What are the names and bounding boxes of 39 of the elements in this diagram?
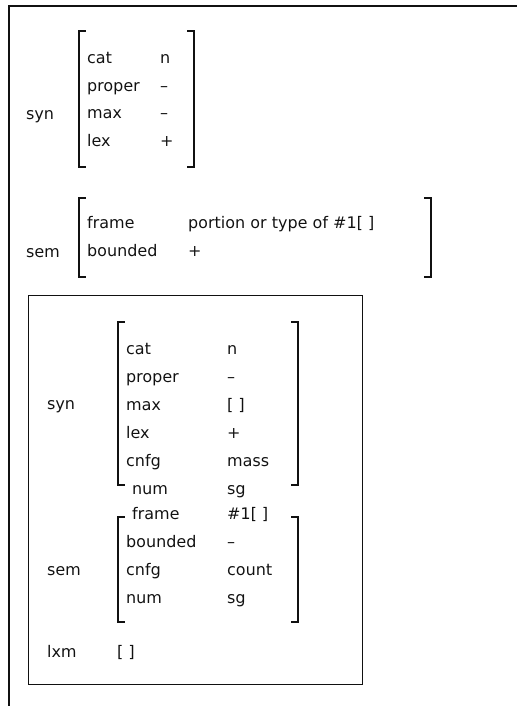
feature-value: sg: [227, 479, 246, 499]
feature-name: cnfg: [126, 451, 161, 471]
feature-value: count: [227, 560, 272, 580]
feature-name: max: [87, 103, 122, 123]
feature-value: portion or type of #1[ ]: [188, 213, 374, 233]
feature-name: max: [126, 395, 161, 415]
feature-value: n: [160, 48, 170, 68]
feature-name: cat: [126, 339, 151, 359]
feature-name: num: [132, 479, 168, 499]
feature-value: n: [227, 339, 238, 359]
feature-value: –: [227, 367, 235, 387]
feature-value: #1[ ]: [227, 504, 268, 524]
attribute-label: sem: [26, 242, 60, 262]
feature-value: +: [188, 241, 202, 261]
attribute-label: syn: [47, 394, 75, 414]
feature-value: mass: [227, 451, 270, 471]
feature-name: proper: [87, 76, 140, 96]
feature-name: frame: [87, 213, 134, 233]
feature-name: num: [126, 588, 162, 608]
feature-value: sg: [227, 588, 246, 608]
attribute-label: sem: [47, 560, 81, 580]
feature-value: +: [160, 130, 174, 150]
feature-name: lex: [126, 423, 150, 443]
structure-box: [28, 295, 363, 685]
feature-name: bounded: [126, 532, 196, 552]
feature-value: +: [227, 423, 240, 443]
feature-value: –: [160, 103, 168, 123]
feature-name: lex: [87, 130, 110, 150]
feature-value: –: [227, 532, 235, 552]
feature-name: frame: [132, 504, 180, 524]
feature-value: [ ]: [227, 395, 245, 415]
feature-name: lxm: [47, 642, 76, 662]
feature-name: proper: [126, 367, 179, 387]
feature-value: –: [160, 76, 168, 96]
feature-name: cat: [87, 48, 112, 68]
attribute-label: syn: [26, 104, 54, 124]
feature-name: cnfg: [126, 560, 161, 580]
feature-name: bounded: [87, 241, 158, 261]
feature-value: [ ]: [117, 642, 135, 662]
